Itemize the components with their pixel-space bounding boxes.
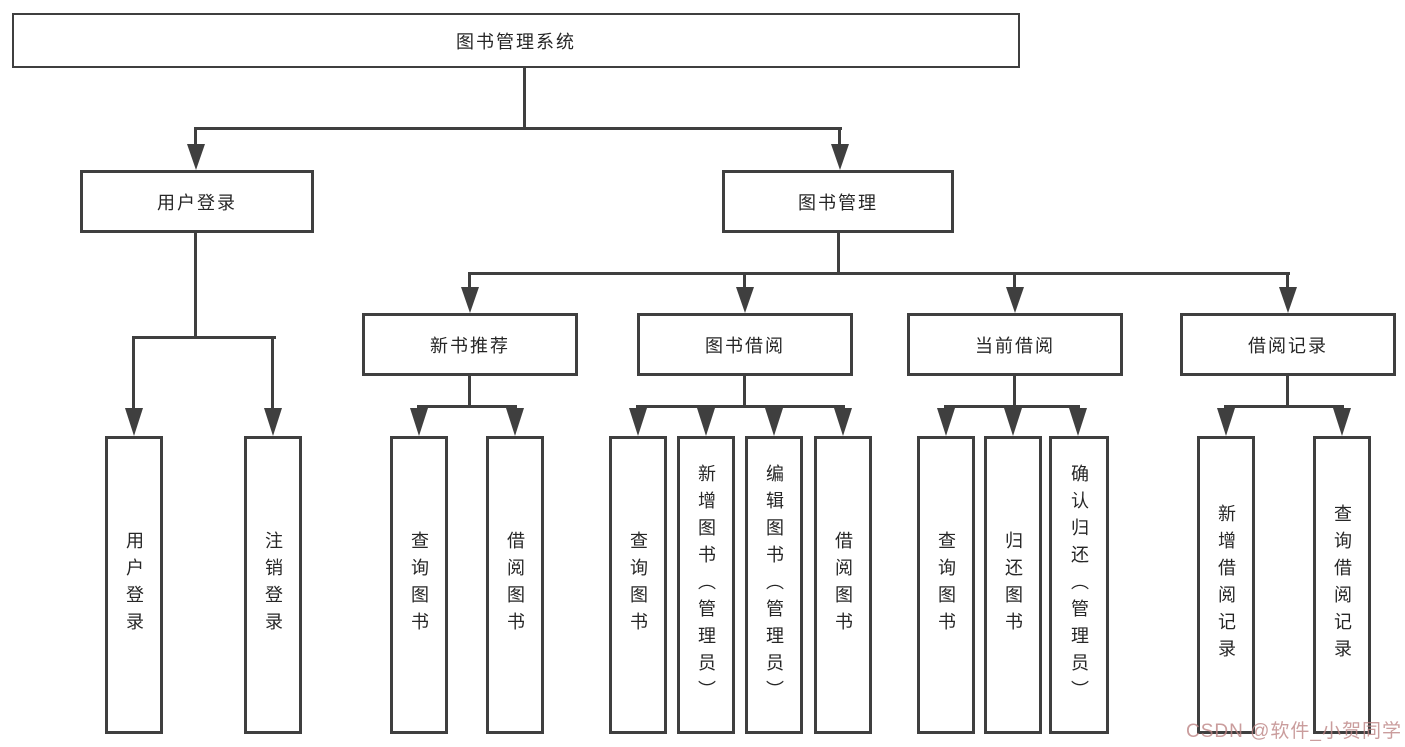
node-label: 当前借阅 <box>975 335 1055 356</box>
leaf-query-borrow-record: 查询借阅记录 <box>1313 436 1371 734</box>
arrowhead-down-icon <box>834 408 852 436</box>
connector-line <box>132 336 276 339</box>
arrowhead-down-icon <box>1004 408 1022 436</box>
arrowhead-down-icon <box>461 287 479 313</box>
arrowhead-down-icon <box>506 408 524 436</box>
leaf-label: 编辑图书（管理员） <box>764 463 784 707</box>
arrowhead-down-icon <box>125 408 143 436</box>
leaf-confirm-return-admin: 确认归还（管理员） <box>1049 436 1109 734</box>
connector-line <box>271 336 274 412</box>
node-label: 图书借阅 <box>705 335 785 356</box>
connector-line <box>523 68 526 129</box>
leaf-user-login: 用户登录 <box>105 436 163 734</box>
node-book-borrow: 图书借阅 <box>637 313 853 376</box>
connector-line <box>1286 376 1289 407</box>
connector-line <box>838 127 841 149</box>
leaf-label: 查询借阅记录 <box>1332 504 1352 666</box>
leaf-query-books-3: 查询图书 <box>917 436 975 734</box>
leaf-return-books: 归还图书 <box>984 436 1042 734</box>
arrowhead-down-icon <box>937 408 955 436</box>
leaf-label: 注销登录 <box>263 531 283 639</box>
leaf-label: 查询图书 <box>936 531 956 639</box>
node-borrow-records: 借阅记录 <box>1180 313 1396 376</box>
connector-line <box>132 336 135 412</box>
node-current-borrow: 当前借阅 <box>907 313 1123 376</box>
leaf-label: 借阅图书 <box>833 531 853 639</box>
connector-line <box>194 127 842 130</box>
node-new-book-recommend: 新书推荐 <box>362 313 578 376</box>
node-user-login: 用户登录 <box>80 170 314 233</box>
leaf-logout: 注销登录 <box>244 436 302 734</box>
leaf-query-books: 查询图书 <box>390 436 448 734</box>
node-label: 新书推荐 <box>430 335 510 356</box>
leaf-borrow-books-2: 借阅图书 <box>814 436 872 734</box>
leaf-borrow-books: 借阅图书 <box>486 436 544 734</box>
arrowhead-down-icon <box>1333 408 1351 436</box>
leaf-label: 归还图书 <box>1003 531 1023 639</box>
arrowhead-down-icon <box>697 408 715 436</box>
node-book-management: 图书管理 <box>722 170 954 233</box>
leaf-label: 确认归还（管理员） <box>1069 463 1089 707</box>
connector-line <box>1013 376 1016 407</box>
arrowhead-down-icon <box>1217 408 1235 436</box>
node-label: 借阅记录 <box>1248 335 1328 356</box>
arrowhead-down-icon <box>1006 287 1024 313</box>
leaf-label: 新增借阅记录 <box>1216 504 1236 666</box>
connector-line <box>417 405 517 408</box>
leaf-add-borrow-record: 新增借阅记录 <box>1197 436 1255 734</box>
arrowhead-down-icon <box>831 144 849 170</box>
leaf-add-books-admin: 新增图书（管理员） <box>677 436 735 734</box>
node-label: 用户登录 <box>157 192 237 213</box>
leaf-label: 新增图书（管理员） <box>696 463 716 707</box>
node-root: 图书管理系统 <box>12 13 1020 68</box>
connector-line <box>468 272 471 290</box>
connector-line <box>837 233 840 274</box>
connector-line <box>1286 272 1289 290</box>
connector-line <box>194 233 197 338</box>
csdn-watermark: CSDN @软件_小贺同学 <box>1186 721 1402 742</box>
connector-line <box>1013 272 1016 290</box>
arrowhead-down-icon <box>629 408 647 436</box>
arrowhead-down-icon <box>410 408 428 436</box>
connector-line <box>194 127 197 149</box>
arrowhead-down-icon <box>264 408 282 436</box>
leaf-query-books-2: 查询图书 <box>609 436 667 734</box>
arrowhead-down-icon <box>765 408 783 436</box>
connector-line <box>743 272 746 290</box>
leaf-label: 查询图书 <box>628 531 648 639</box>
connector-line <box>468 376 471 407</box>
connector-line <box>1224 405 1344 408</box>
arrowhead-down-icon <box>1069 408 1087 436</box>
node-label: 图书管理 <box>798 192 878 213</box>
arrowhead-down-icon <box>1279 287 1297 313</box>
leaf-edit-books-admin: 编辑图书（管理员） <box>745 436 803 734</box>
connector-line <box>636 405 845 408</box>
leaf-label: 用户登录 <box>124 531 144 639</box>
leaf-label: 借阅图书 <box>505 531 525 639</box>
connector-line <box>468 272 1290 275</box>
arrowhead-down-icon <box>736 287 754 313</box>
leaf-label: 查询图书 <box>409 531 429 639</box>
connector-line <box>743 376 746 407</box>
arrowhead-down-icon <box>187 144 205 170</box>
node-root-label: 图书管理系统 <box>456 31 576 52</box>
